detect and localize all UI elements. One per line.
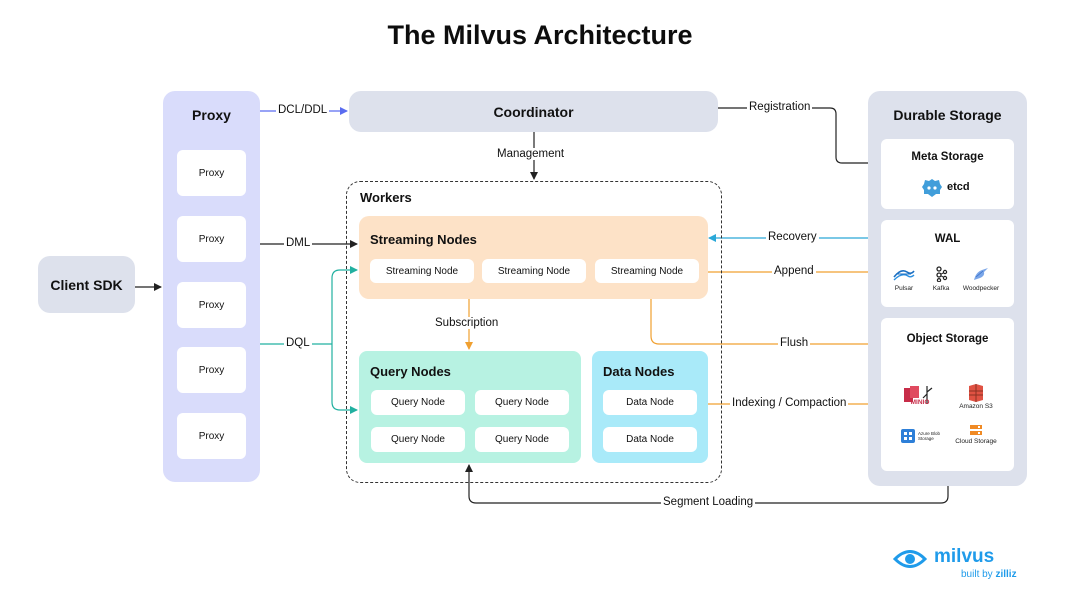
registration-arrow	[718, 107, 879, 167]
woodpecker-label: Woodpecker	[962, 285, 1000, 292]
proxy-instance: Proxy	[177, 413, 246, 459]
azure-blob-label: Azure Blob Storage	[918, 431, 941, 441]
kafka-label: Kafka	[932, 285, 950, 292]
object-storage-title: Object Storage	[906, 333, 989, 345]
amazon-s3-label: Amazon S3	[959, 403, 993, 410]
built-by-zilliz: built by zilliz	[961, 569, 1017, 580]
streaming-node: Streaming Node	[482, 259, 586, 283]
cloud-storage-logo-icon	[970, 425, 982, 435]
registration-label: Registration	[747, 101, 813, 113]
woodpecker-logo-icon	[974, 268, 988, 280]
data-nodes-title: Data Nodes	[603, 364, 675, 379]
management-label: Management	[495, 148, 567, 160]
workers-label: Workers	[360, 190, 412, 205]
proxy-column-title: Proxy	[192, 107, 231, 123]
coordinator-box: Coordinator	[349, 91, 718, 132]
query-node: Query Node	[371, 390, 465, 415]
proxy-instance: Proxy	[177, 216, 246, 262]
query-node: Query Node	[475, 390, 569, 415]
data-node: Data Node	[603, 390, 697, 415]
streaming-node: Streaming Node	[595, 259, 699, 283]
subscription-label: Subscription	[433, 317, 501, 329]
etcd-logo-icon	[922, 179, 942, 197]
workers-container	[346, 181, 722, 483]
dcl-ddl-label: DCL/DDL	[276, 104, 330, 116]
proxy-instance: Proxy	[177, 347, 246, 393]
streaming-nodes-title: Streaming Nodes	[370, 232, 477, 247]
durable-storage-title: Durable Storage	[893, 107, 1002, 123]
data-node: Data Node	[603, 427, 697, 452]
meta-storage-title: Meta Storage	[911, 151, 984, 163]
dql-label: DQL	[284, 337, 312, 349]
dml-label: DML	[284, 237, 313, 249]
dql-arrow-up	[331, 266, 358, 344]
etcd-label: etcd	[947, 181, 970, 193]
minio-label: MINIO	[910, 399, 930, 406]
segment-loading-label: Segment Loading	[661, 496, 756, 508]
client-sdk-box: Client SDK	[38, 256, 135, 313]
indexing-compaction-label: Indexing / Compaction	[730, 397, 849, 409]
append-label: Append	[772, 265, 816, 277]
recovery-label: Recovery	[766, 231, 819, 243]
streaming-node: Streaming Node	[370, 259, 474, 283]
zilliz-brand: zilliz	[995, 569, 1017, 580]
pulsar-logo-icon	[893, 270, 915, 281]
wal-box	[881, 220, 1014, 307]
built-by-label: built by	[961, 569, 993, 580]
amazon-s3-logo-icon	[969, 384, 983, 402]
streaming-nodes-group	[359, 216, 708, 299]
cloud-storage-label: Cloud Storage	[955, 438, 997, 445]
dql-arrow-down	[331, 344, 358, 414]
query-node: Query Node	[371, 427, 465, 452]
query-node: Query Node	[475, 427, 569, 452]
proxy-instance: Proxy	[177, 282, 246, 328]
meta-storage-box	[881, 139, 1014, 209]
minio-logo-icon	[904, 386, 933, 404]
flush-label: Flush	[778, 337, 811, 349]
azure-blob-logo-icon	[901, 429, 915, 443]
query-nodes-title: Query Nodes	[370, 364, 451, 379]
diagram-title: The Milvus Architecture	[387, 20, 693, 50]
milvus-wordmark: milvus	[934, 546, 995, 567]
milvus-eye-icon	[893, 550, 928, 568]
pulsar-label: Pulsar	[894, 285, 914, 292]
object-storage-box	[881, 318, 1014, 471]
wal-title: WAL	[934, 233, 961, 245]
kafka-logo-icon	[936, 266, 948, 282]
flush-arrow	[650, 299, 880, 348]
proxy-instance: Proxy	[177, 150, 246, 196]
